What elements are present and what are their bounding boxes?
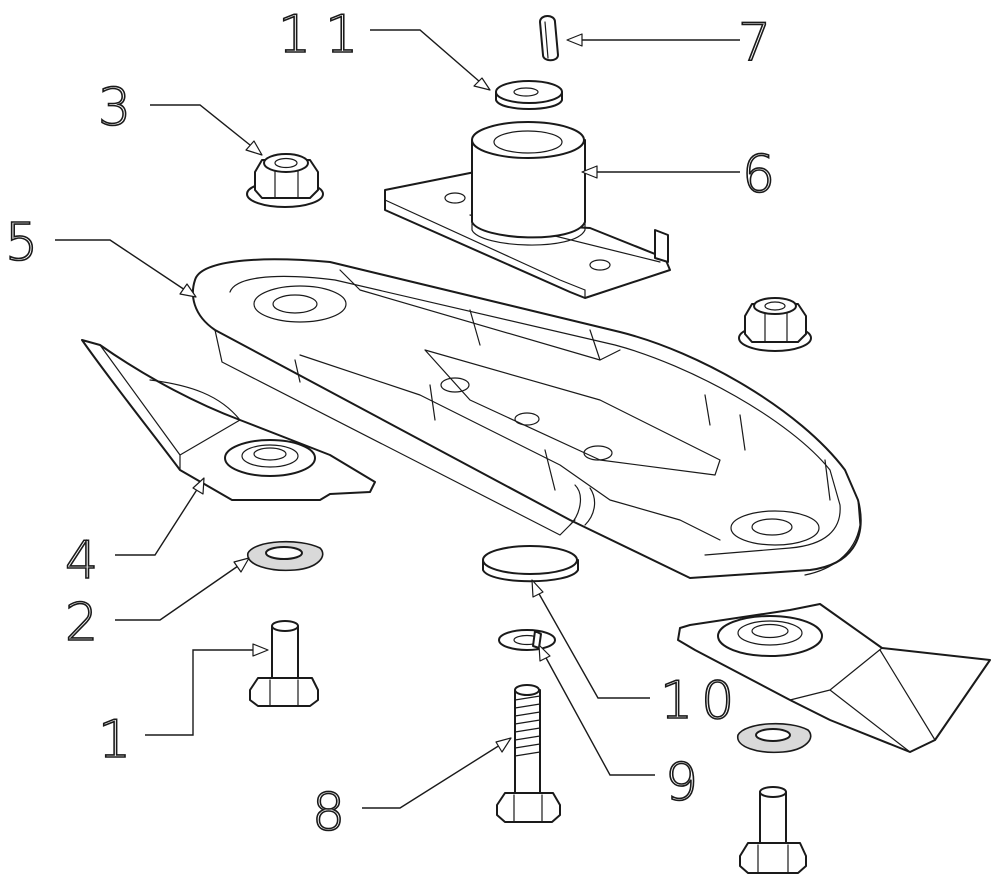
label-9: 9 [665, 753, 698, 813]
leader-11 [370, 29, 481, 83]
leader-9 [544, 655, 655, 776]
lock-nut-right [738, 297, 812, 352]
blade-right [677, 603, 991, 753]
part-6-hub-plate [384, 121, 671, 299]
bolt-right [739, 786, 807, 874]
label-5: 5 [5, 213, 38, 273]
part-5-blade-carrier [191, 258, 862, 579]
leader-5 [55, 239, 186, 291]
label-10: 10 [660, 671, 742, 731]
part-4-blade-left [81, 339, 376, 501]
leader-3 [150, 104, 251, 146]
part-10-flat-washer [482, 545, 579, 583]
part-7-key [539, 15, 559, 62]
part-9-lock-washer [498, 629, 556, 651]
leader-8 [362, 744, 501, 809]
label-11: 11 [278, 5, 372, 65]
label-7: 7 [738, 13, 771, 73]
leader-2 [115, 565, 239, 621]
label-2: 2 [65, 593, 98, 653]
label-3: 3 [98, 78, 131, 138]
label-6: 6 [742, 145, 775, 205]
leader-1 [145, 649, 255, 736]
part-2-wave-washer [247, 540, 324, 572]
label-1: 1 [98, 710, 131, 770]
wave-washer-right [737, 722, 812, 754]
part-11-washer [495, 80, 563, 110]
part-number-labels: 11 7 3 6 5 4 2 1 10 9 8 [4, 4, 776, 844]
leader-4 [115, 487, 199, 556]
part-3-lock-nut [246, 153, 324, 208]
leader-lines [55, 29, 740, 809]
part-1-bolt [249, 620, 319, 707]
part-8-long-bolt [496, 684, 561, 823]
leader-10 [537, 591, 650, 699]
label-4: 4 [65, 531, 98, 591]
label-8: 8 [312, 783, 345, 843]
